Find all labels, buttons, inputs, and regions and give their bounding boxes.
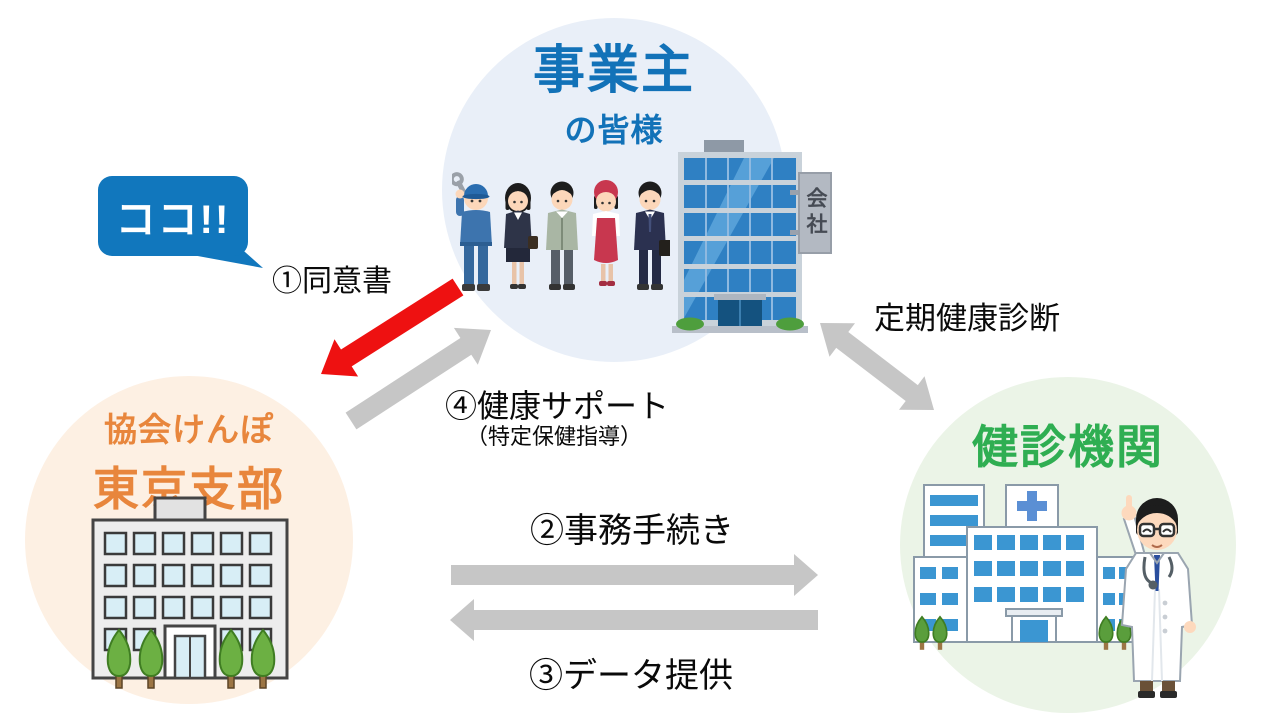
hospital-building-icon: [913, 484, 1138, 650]
kenpo-title-line1: 協会けんぽ: [104, 411, 274, 448]
worker-mechanic-icon: [452, 172, 492, 291]
company-building-illustration: [672, 140, 808, 333]
hospital-cross-icon: [1017, 491, 1047, 521]
callout-bubble: ココ!!: [98, 176, 248, 256]
employers-title: 事業主: [532, 42, 695, 100]
label-procedures: ②事務手続き: [530, 512, 734, 550]
tree-icon: [106, 628, 276, 689]
callout-text: ココ!!: [115, 198, 231, 242]
workers-illustration: [452, 172, 670, 291]
kenpo-circle: 協会けんぽ 東京支部: [25, 376, 353, 704]
company-sign: 会社: [798, 172, 832, 254]
checkup-title: 健診機関: [972, 421, 1164, 473]
worker-businessman-icon: [634, 181, 670, 290]
label-data-provision: ③データ提供: [529, 657, 733, 695]
data-provision-arrow: [450, 599, 818, 641]
employers-circle: 事業主 の皆様: [442, 18, 832, 362]
label-health-support-sub: （特定保健指導）: [466, 424, 643, 449]
checkup-circle: 健診機関: [900, 377, 1236, 713]
tree-icon: [914, 615, 1132, 650]
company-sign-connector: [790, 230, 800, 235]
hospital-doctor-illustration: [913, 484, 1196, 698]
procedures-arrow: [451, 554, 818, 596]
label-periodic-checkup: 定期健康診断: [874, 301, 1060, 336]
label-health-support: ④健康サポート: [445, 388, 670, 424]
kenpo-building-illustration: [91, 496, 289, 689]
worker-apron-woman-icon: [592, 180, 620, 286]
label-consent: ①同意書: [272, 265, 392, 298]
doctor-icon: [1120, 495, 1196, 698]
employers-subtitle: の皆様: [564, 111, 664, 148]
worker-jacket-man-icon: [546, 181, 578, 290]
worker-office-woman-icon: [504, 183, 538, 289]
company-sign-connector: [790, 190, 800, 195]
